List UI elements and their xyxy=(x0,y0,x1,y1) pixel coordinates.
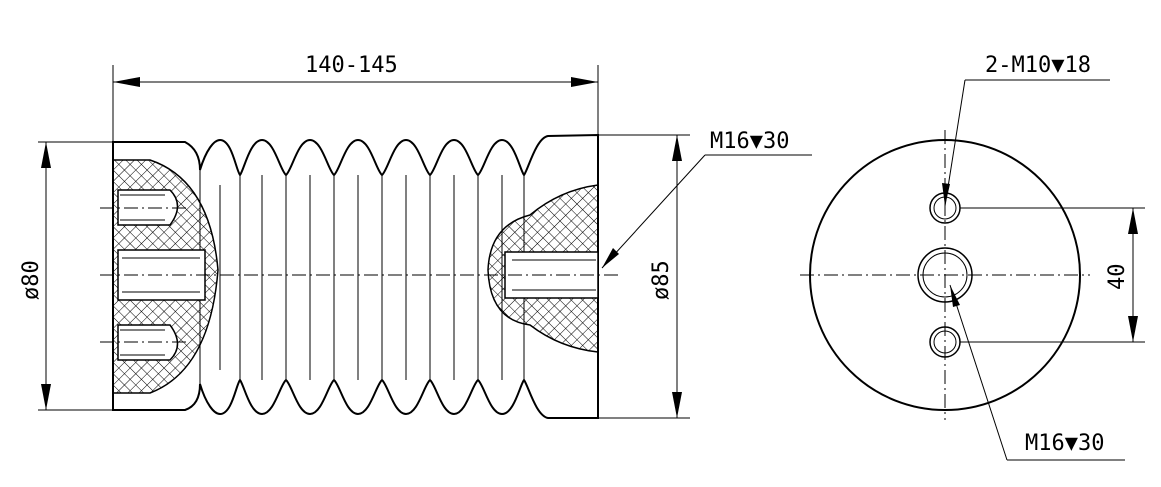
center-hole xyxy=(917,247,973,303)
dia-large-label: ø85 xyxy=(649,260,674,300)
center-thread-label: M16▼30 xyxy=(1025,431,1104,456)
thread-side-label: M16▼30 xyxy=(710,129,789,154)
dia-large-dimension xyxy=(598,134,690,419)
end-view: 40 2-M10▼18 M16▼30 xyxy=(800,53,1145,461)
insulator-outline xyxy=(112,133,599,419)
shed-lines xyxy=(199,170,525,384)
length-dimension xyxy=(113,77,598,87)
holes-label: 2-M10▼18 xyxy=(985,53,1091,78)
side-view: 140-145 ø80 ø85 xyxy=(19,53,812,419)
dia-small-dimension xyxy=(38,141,113,411)
length-label: 140-145 xyxy=(305,53,398,78)
thread-side-leader xyxy=(601,154,812,269)
center-thread-leader xyxy=(949,284,1125,461)
holes-leader xyxy=(942,79,1110,207)
spacing-label: 40 xyxy=(1105,264,1130,291)
dia-small-label: ø80 xyxy=(19,260,44,300)
spacing-dimension xyxy=(960,207,1145,343)
